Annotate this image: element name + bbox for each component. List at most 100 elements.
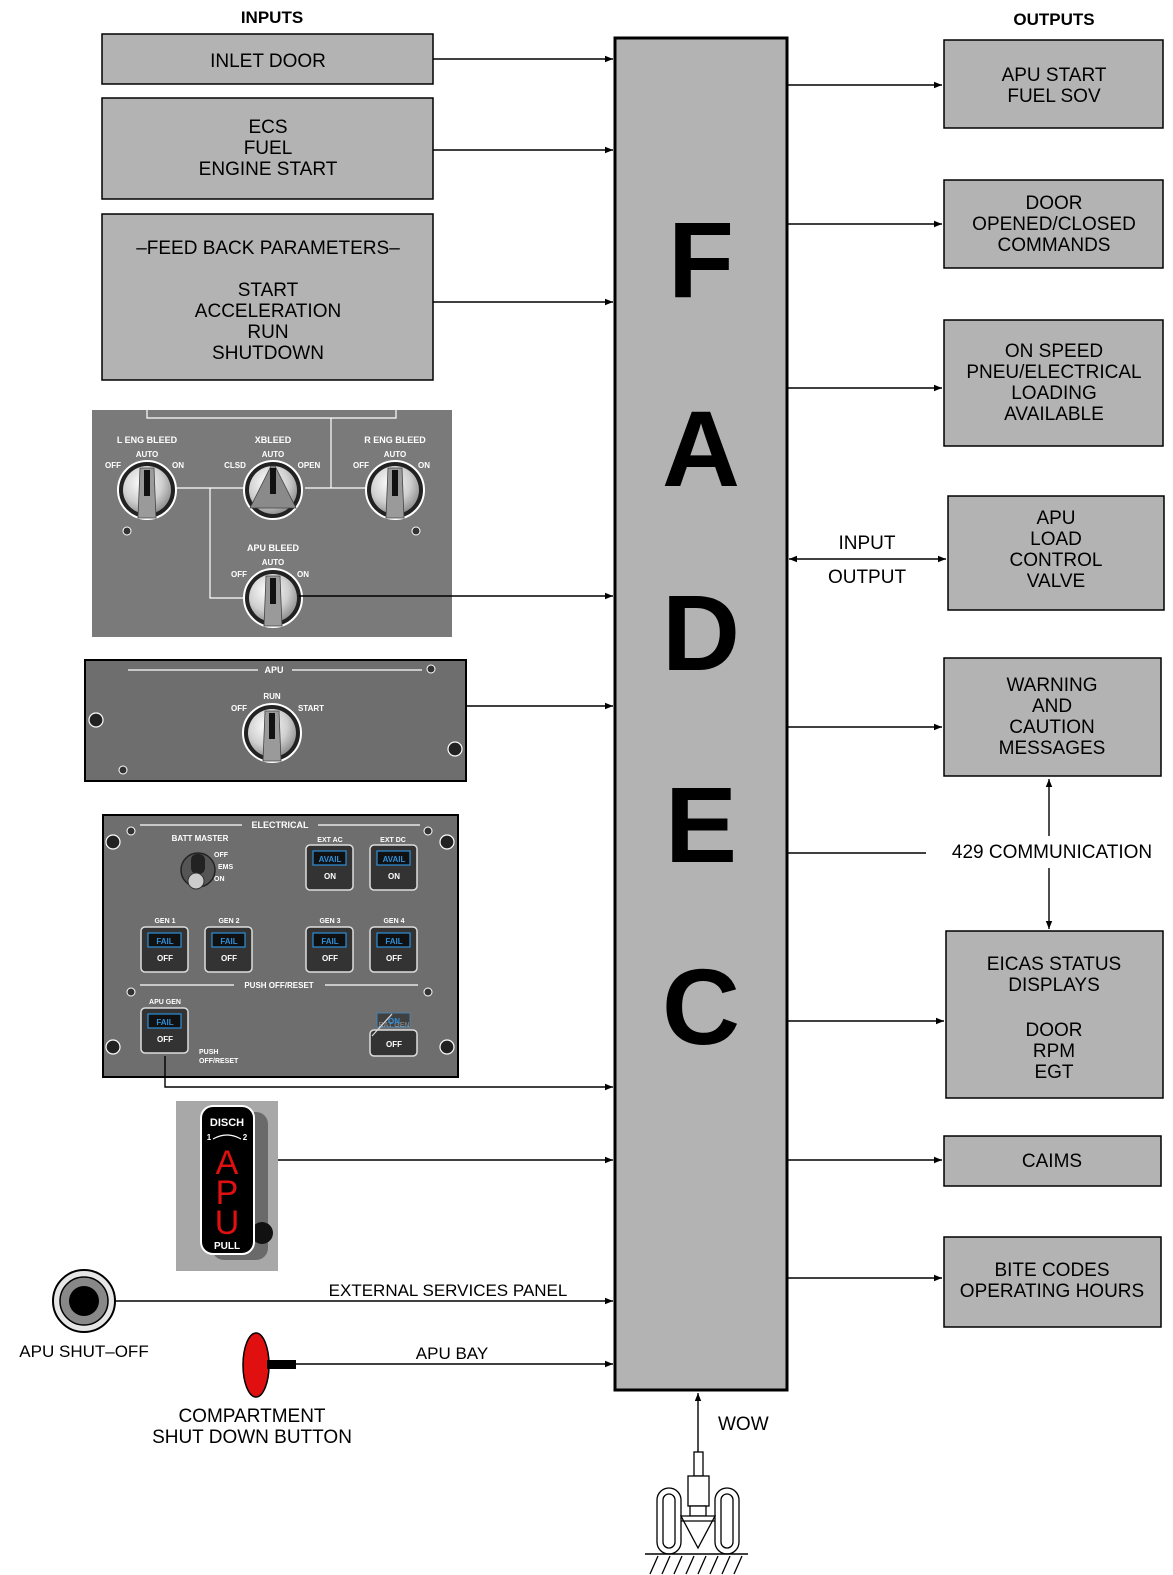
l-eng-bleed-title: L ENG BLEED: [117, 435, 178, 445]
feedback-line-1: START: [238, 280, 299, 301]
eicas-line-egt: EGT: [1034, 1062, 1073, 1083]
disch-pos2: 2: [243, 1133, 248, 1142]
apu-bleed-auto-label: AUTO: [262, 558, 285, 567]
l-eng-on-label: ON: [172, 461, 184, 470]
fire-letter-u: U: [215, 1204, 240, 1242]
disch-pos1: 1: [207, 1133, 212, 1142]
gen4-label: GEN 4: [383, 918, 404, 925]
gen3-off: OFF: [322, 954, 338, 963]
apu-start-label: START: [298, 704, 324, 713]
on-speed-line-3: LOADING: [1011, 383, 1097, 404]
disch-label: DISCH: [210, 1117, 244, 1129]
fadec-letter-d: D: [662, 572, 740, 693]
apu-bleed-on-label: ON: [297, 570, 309, 579]
output-caims-box: CAIMS: [943, 1135, 1162, 1187]
fadec-letter-f: F: [668, 199, 734, 320]
load-valve-line-1: APU: [1036, 508, 1075, 529]
ext-ac-avail: AVAIL: [319, 855, 342, 864]
output-door-commands-box: DOOR OPENED/CLOSED COMMANDS: [943, 179, 1164, 269]
output-on-speed-box: ON SPEED PNEU/ELECTRICAL LOADING AVAILAB…: [943, 319, 1164, 447]
r-eng-on-label: ON: [418, 461, 430, 470]
screw-icon: [439, 1039, 455, 1055]
inlet-door-label: INLET DOOR: [210, 51, 326, 72]
apu-selector-knob[interactable]: [242, 703, 302, 763]
screw-icon: [105, 1039, 121, 1055]
load-valve-line-2: LOAD: [1030, 529, 1082, 550]
push-line-1: PUSH: [199, 1049, 218, 1056]
bite-line-1: BITE CODES: [994, 1260, 1109, 1281]
gen2-fail: FAIL: [220, 937, 237, 946]
push-off-reset-label: PUSH OFF/RESET: [244, 981, 313, 990]
compartment-shutdown-button[interactable]: [242, 1332, 296, 1398]
gen1-off: OFF: [157, 954, 173, 963]
apu-panel-title: APU: [264, 665, 283, 675]
ext-dc-avail: AVAIL: [383, 855, 406, 864]
apu-gen-button[interactable]: FAIL OFF: [140, 1007, 189, 1054]
apu-gen-label: APU GEN: [149, 999, 181, 1006]
rat-gen-on: ON: [388, 1017, 400, 1026]
warnings-line-3: CAUTION: [1009, 717, 1095, 738]
electrical-panel: ELECTRICAL BATT MASTER OFF EMS ON EXT AC…: [102, 814, 459, 1078]
l-eng-off-label: OFF: [105, 461, 121, 470]
eicas-line-1: EICAS STATUS: [987, 954, 1121, 975]
fadec-letter-e: E: [665, 764, 737, 885]
apu-bleed-knob[interactable]: [243, 568, 303, 628]
door-cmd-line-3: COMMANDS: [998, 235, 1111, 256]
input-feedback-box: –FEED BACK PARAMETERS– START ACCELERATIO…: [101, 213, 434, 381]
rotate-arrow-icon: [212, 1134, 242, 1140]
xbleed-clsd-label: CLSD: [224, 461, 246, 470]
fire-letter-p: P: [216, 1174, 239, 1212]
gen2-button[interactable]: FAIL OFF: [204, 926, 253, 973]
output-warnings-box: WARNING AND CAUTION MESSAGES: [943, 657, 1162, 777]
screw-icon: [122, 526, 132, 536]
warnings-line-4: MESSAGES: [999, 738, 1106, 759]
gen4-off: OFF: [386, 954, 402, 963]
load-valve-line-4: VALVE: [1027, 571, 1085, 592]
fadec-letter-a: A: [662, 388, 740, 509]
apu-fire-handle[interactable]: DISCH 1 2 A P U PULL: [176, 1101, 278, 1271]
ext-ac-label: EXT AC: [317, 837, 342, 844]
batt-on-label: ON: [214, 876, 225, 883]
fuel-sov-line-2: FUEL SOV: [1007, 86, 1101, 107]
gen4-button[interactable]: FAIL OFF: [369, 926, 418, 973]
r-eng-bleed-title: R ENG BLEED: [364, 435, 426, 445]
landing-gear-icon: [645, 1451, 748, 1575]
ext-ac-button[interactable]: AVAIL ON: [305, 844, 354, 891]
l-eng-bleed-knob[interactable]: [117, 460, 177, 520]
external-services-label: EXTERNAL SERVICES PANEL: [329, 1281, 568, 1300]
bite-line-2: OPERATING HOURS: [960, 1281, 1144, 1302]
door-cmd-line-2: OPENED/CLOSED: [972, 214, 1136, 235]
gen1-fail: FAIL: [156, 937, 173, 946]
input-inlet-door-box: INLET DOOR: [101, 33, 434, 85]
wow-label: WOW: [718, 1414, 769, 1435]
l-eng-auto-label: AUTO: [136, 450, 159, 459]
gen1-label: GEN 1: [154, 918, 175, 925]
apu-shutoff-switch[interactable]: [52, 1269, 116, 1333]
gen1-button[interactable]: FAIL OFF: [140, 926, 189, 973]
push-line-2: OFF/RESET: [199, 1058, 239, 1065]
xbleed-knob[interactable]: [243, 460, 303, 520]
gen3-label: GEN 3: [319, 918, 340, 925]
ecs-line-3: ENGINE START: [199, 159, 338, 180]
fadec-block: F A D E C: [613, 36, 789, 1392]
inputs-header: INPUTS: [241, 8, 303, 27]
screw-icon: [423, 987, 433, 997]
fuel-sov-line-1: APU START: [1002, 65, 1107, 86]
ext-dc-label: EXT DC: [380, 837, 406, 844]
apu-shutoff-label: APU SHUT–OFF: [19, 1342, 148, 1361]
feedback-line-2: ACCELERATION: [195, 301, 341, 322]
gen3-button[interactable]: FAIL OFF: [305, 926, 354, 973]
batt-master-toggle[interactable]: [180, 852, 216, 890]
pull-label: PULL: [214, 1241, 240, 1252]
on-speed-line-2: PNEU/ELECTRICAL: [966, 362, 1141, 383]
r-eng-bleed-knob[interactable]: [365, 460, 425, 520]
rat-gen-button[interactable]: ON OFF: [369, 1012, 418, 1057]
ext-dc-button[interactable]: AVAIL ON: [369, 844, 418, 891]
caims-label: CAIMS: [1022, 1151, 1082, 1172]
output-bite-box: BITE CODES OPERATING HOURS: [943, 1236, 1162, 1328]
output-fuel-sov-box: APU START FUEL SOV: [943, 39, 1164, 129]
screw-icon: [411, 526, 421, 536]
ecs-line-1: ECS: [248, 117, 287, 138]
apu-bay-label: APU BAY: [416, 1344, 488, 1363]
input-ecs-box: ECS FUEL ENGINE START: [101, 97, 434, 200]
